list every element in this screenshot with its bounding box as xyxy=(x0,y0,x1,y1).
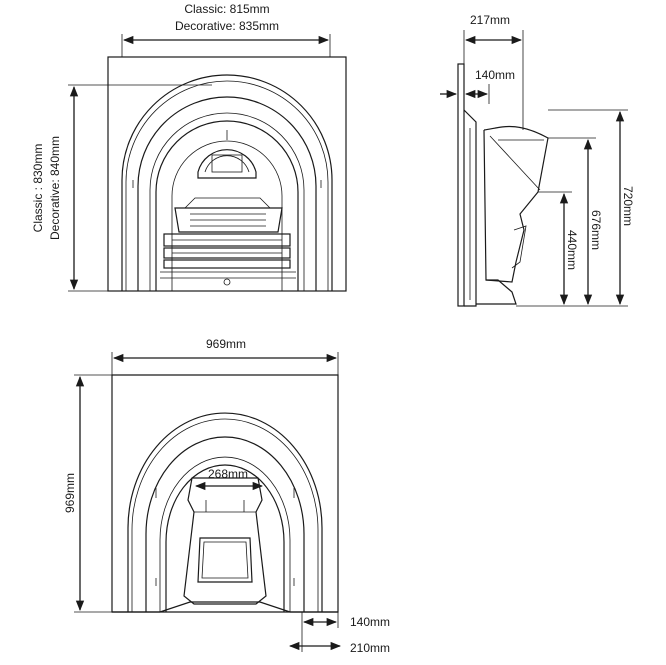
plan-arch-2 xyxy=(131,418,319,612)
side-grate-profile xyxy=(511,225,527,269)
front-height-decorative-label: Decorative: 840mm xyxy=(48,136,62,240)
front-fret-1 xyxy=(163,233,291,247)
plan-arch-3 xyxy=(145,436,305,612)
front-hood-inner xyxy=(204,155,250,173)
side-140-label: 140mm xyxy=(475,68,515,82)
plan-depth-140-label: 140mm xyxy=(350,615,390,629)
front-arch-4 xyxy=(149,112,305,291)
plan-arch-outer xyxy=(127,412,323,612)
side-440-label: 440mm xyxy=(565,230,579,270)
side-720-label: 720mm xyxy=(621,186,635,226)
front-hood-window xyxy=(211,154,243,173)
front-grate-back xyxy=(184,197,271,209)
front-fret-3 xyxy=(163,259,291,269)
front-arch-5 xyxy=(155,120,299,291)
front-surround-outline xyxy=(107,56,347,292)
front-view: Classic: 815mm Decorative: 835mm Classic… xyxy=(31,2,347,292)
plan-opening-label: 268mm xyxy=(208,467,248,481)
side-surround-plate xyxy=(457,63,465,307)
front-height-classic-label: Classic : 830mm xyxy=(31,144,45,233)
side-insert-inner-1 xyxy=(489,135,541,191)
front-hood xyxy=(197,149,257,179)
front-arch-6 xyxy=(171,140,283,291)
plan-arch-4 xyxy=(159,456,291,612)
plan-width-label: 969mm xyxy=(206,337,246,351)
side-frame xyxy=(463,109,477,307)
plan-view: 969mm 969mm 268mm 140mm 210mm xyxy=(63,337,390,655)
side-insert-body xyxy=(483,125,549,283)
front-arch-3 xyxy=(137,96,317,291)
plan-firebox xyxy=(197,537,253,583)
side-insert-back xyxy=(476,129,517,305)
plan-insert xyxy=(183,477,267,605)
front-width-decorative-label: Decorative: 835mm xyxy=(175,19,279,33)
plan-depth-210-label: 210mm xyxy=(350,641,390,655)
plan-height-label: 969mm xyxy=(63,473,77,513)
front-knob xyxy=(223,278,231,286)
plan-arch-5 xyxy=(165,464,285,612)
side-217-label: 217mm xyxy=(470,13,510,27)
front-grate-top xyxy=(174,207,283,233)
side-676-label: 676mm xyxy=(589,210,603,250)
plan-firebox-inner xyxy=(201,541,249,579)
front-fret-2 xyxy=(163,247,291,259)
front-arch-outer xyxy=(121,74,333,291)
front-width-classic-label: Classic: 815mm xyxy=(184,2,269,16)
front-arch-2 xyxy=(125,80,329,291)
plan-hearth-flare xyxy=(112,601,338,613)
side-view: 217mm 140mm 720mm 676mm 440mm xyxy=(440,13,635,307)
